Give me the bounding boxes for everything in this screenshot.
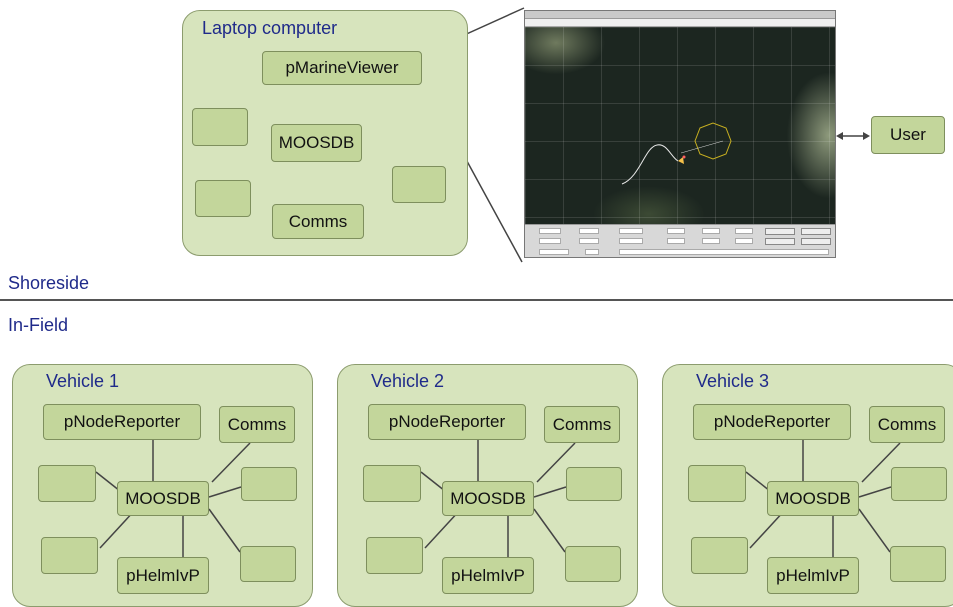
vehicle-3-empty-node-3 (891, 467, 947, 501)
vehicle-1-empty-node-3 (241, 467, 297, 501)
vehicle-3-comms-node: Comms (869, 406, 945, 443)
vehicle-2-empty-node-2 (366, 537, 423, 574)
vehicle-3-empty-node-4 (890, 546, 946, 582)
shoreside-label: Shoreside (8, 273, 90, 293)
vehicle-3-pnodereporter-node: pNodeReporter (693, 404, 851, 440)
vehicle-2-empty-node-4 (565, 546, 621, 582)
vehicle-2-comms-node: Comms (544, 406, 620, 443)
vehicle-2-title: Vehicle 2 (371, 371, 445, 391)
vehicle-2-empty-node-3 (566, 467, 622, 501)
shoreside-infield-divider (0, 299, 953, 301)
laptop-comms-node: Comms (272, 204, 364, 239)
marine-viewer-screenshot (524, 10, 836, 258)
laptop-empty-node-3 (392, 166, 446, 203)
vehicle-2-pnodereporter-node: pNodeReporter (368, 404, 526, 440)
vehicle-1-empty-node-4 (240, 546, 296, 582)
vehicle-3-empty-node-1 (688, 465, 746, 502)
viewer-data-panel (525, 224, 835, 257)
laptop-title: Laptop computer (202, 18, 338, 38)
vehicle-3-empty-node-2 (691, 537, 748, 574)
vehicle-1-empty-node-1 (38, 465, 96, 502)
infield-label: In-Field (8, 315, 69, 335)
vehicle-2-empty-node-1 (363, 465, 421, 502)
user-node: User (871, 116, 945, 154)
vehicle-3-title: Vehicle 3 (696, 371, 770, 391)
vehicle-1-title: Vehicle 1 (46, 371, 120, 391)
satellite-map (525, 27, 835, 224)
vehicle-track (621, 122, 732, 185)
vehicle-1-moosdb-node: MOOSDB (117, 481, 209, 516)
pmarineviewer-node: pMarineViewer (262, 51, 422, 85)
vehicle-1-phelmivp-node: pHelmIvP (117, 557, 209, 594)
vehicle-1-pnodereporter-node: pNodeReporter (43, 404, 201, 440)
laptop-empty-node-1 (192, 108, 248, 146)
viewer-menubar (525, 19, 835, 27)
vehicle-1-empty-node-2 (41, 537, 98, 574)
viewer-titlebar (525, 11, 835, 19)
laptop-empty-node-2 (195, 180, 251, 217)
laptop-moosdb-node: MOOSDB (271, 124, 362, 162)
vehicle-3-phelmivp-node: pHelmIvP (767, 557, 859, 594)
vehicle-1-comms-node: Comms (219, 406, 295, 443)
vehicle-2-phelmivp-node: pHelmIvP (442, 557, 534, 594)
vehicle-3-moosdb-node: MOOSDB (767, 481, 859, 516)
vehicle-2-moosdb-node: MOOSDB (442, 481, 534, 516)
